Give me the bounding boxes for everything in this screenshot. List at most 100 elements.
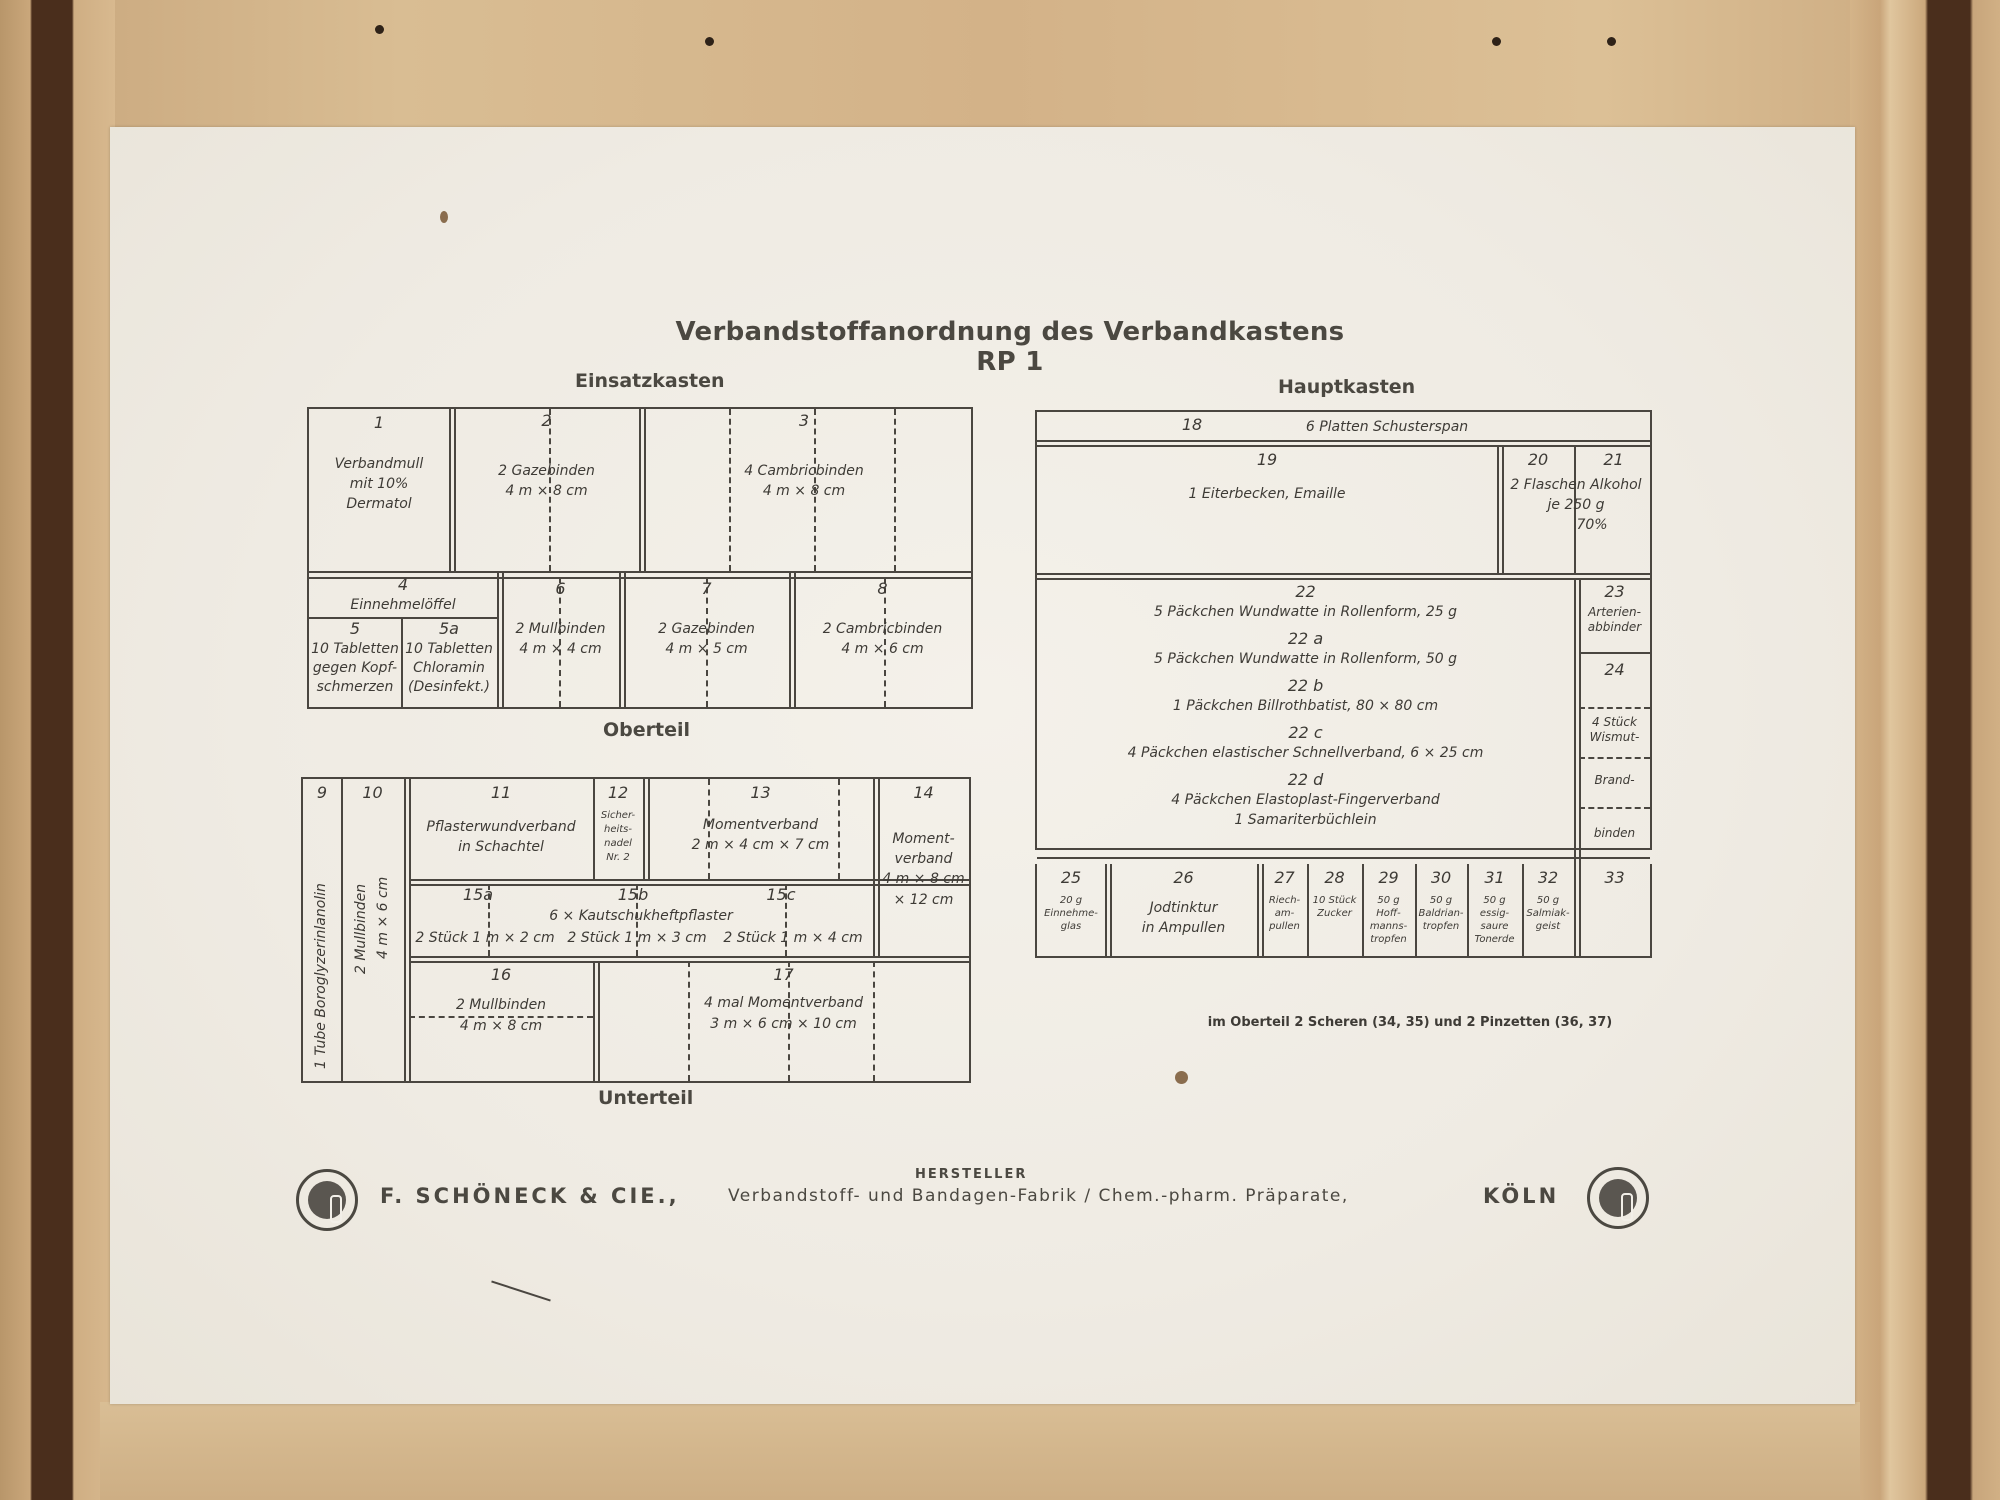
cell-31-line3: saure: [1480, 921, 1509, 932]
cell-24-line3: Brand-: [1594, 773, 1635, 787]
cell-5-line2: gegen Kopf-: [312, 660, 398, 676]
company-name: F. SCHÖNECK & CIE.,: [380, 1184, 680, 1208]
cell-1-number: 1: [373, 413, 385, 432]
company-city: KÖLN: [1483, 1184, 1560, 1208]
cell-22a-number: 22 a: [1287, 629, 1324, 648]
cell-24-line1: 4 Stück: [1592, 715, 1637, 729]
cell-14-line3: 4 m × 8 cm: [882, 871, 965, 887]
cell-12-line3: nadel: [604, 838, 632, 849]
cell-16-line1: 2 Mullbinden: [455, 997, 547, 1013]
cell-22c-number: 22 c: [1288, 723, 1323, 742]
cell-10-number: 10: [362, 783, 383, 802]
pencil-mark: [491, 1280, 551, 1302]
cell-32-line3: geist: [1535, 921, 1561, 932]
brand-seal-left: [296, 1169, 358, 1231]
cell-30-line1: 50 g: [1429, 895, 1453, 906]
header-oberteil: Oberteil: [603, 719, 691, 741]
cell-15-text: 6 × Kautschukheftpflaster: [549, 908, 733, 924]
cell-29-number: 29: [1378, 868, 1399, 887]
cell-15c-number: 15c: [766, 885, 796, 904]
cell-1-line3: Dermatol: [346, 496, 412, 512]
einsatzkasten-grid: 1 Verbandmull mit 10% Dermatol 2 2 Gazeb…: [307, 407, 973, 709]
cell-5-line3: schmerzen: [316, 679, 394, 695]
cell-5a-line1: 10 Tabletten: [405, 641, 493, 657]
cell-12-line2: heits-: [603, 824, 632, 835]
cell-13-line2: 2 m × 4 cm × 7 cm: [691, 837, 830, 853]
hauptkasten-grid: 18 6 Platten Schusterspan 19 1 Eiterbeck…: [1035, 410, 1652, 868]
cell-5a-line3: (Desinfekt.): [408, 679, 490, 695]
cell-5-line1: 10 Tabletten: [311, 641, 399, 657]
cell-11-line2: in Schachtel: [458, 839, 544, 855]
cell-15c-text: 2 Stück 1 m × 4 cm: [723, 930, 863, 946]
cell-27-number: 27: [1274, 868, 1295, 887]
nail-hole: [375, 25, 384, 34]
cell-22-text: 5 Päckchen Wundwatte in Rollenform, 25 g: [1154, 604, 1457, 620]
unterteil-grid: 9 1 Tube Boroglyzerinlanolin 10 2 Mullbi…: [301, 777, 971, 1083]
company-description: Verbandstoff- und Bandagen-Fabrik / Chem…: [728, 1186, 1349, 1206]
cell-23-line1: Arterien-: [1588, 605, 1641, 619]
cell-32-number: 32: [1537, 868, 1559, 887]
cell-20-line1: 2 Flaschen Alkohol: [1510, 477, 1642, 493]
cell-11-number: 11: [490, 783, 512, 802]
cell-8-line2: 4 m × 6 cm: [841, 641, 924, 657]
box-left-wall: [0, 0, 115, 1500]
cell-17-line2: 3 m × 6 cm × 10 cm: [710, 1016, 857, 1032]
scissors-note: im Oberteil 2 Scheren (34, 35) und 2 Pin…: [1207, 1015, 1613, 1030]
cell-1-line1: Verbandmull: [334, 456, 424, 472]
cell-17-number: 17: [773, 965, 794, 984]
cell-9-text: 1 Tube Boroglyzerinlanolin: [313, 883, 329, 1069]
cell-25-line1: 20 g: [1059, 895, 1083, 906]
cell-31-number: 31: [1484, 868, 1505, 887]
page-title: Verbandstoffanordnung des Verbandkastens…: [675, 317, 1345, 377]
cell-8-number: 8: [877, 579, 888, 598]
cell-22b-number: 22 b: [1287, 676, 1324, 695]
cell-20-line3: 70%: [1576, 517, 1608, 533]
cell-29-line4: tropfen: [1370, 934, 1407, 945]
cell-23-number: 23: [1604, 582, 1625, 601]
box-bottom-wall: [100, 1402, 1860, 1500]
cell-24-line4: binden: [1593, 826, 1636, 840]
cell-13-number: 13: [750, 783, 771, 802]
box-right-wall: [1850, 0, 2000, 1500]
cell-2-line1: 2 Gazebinden: [498, 463, 595, 479]
brand-seal-right: [1587, 1167, 1649, 1229]
cell-31-line2: essig-: [1479, 908, 1510, 919]
cell-25-line3: glas: [1060, 921, 1082, 932]
cell-31-line4: Tonerde: [1474, 934, 1515, 945]
cell-22a-text: 5 Päckchen Wundwatte in Rollenform, 50 g: [1154, 651, 1457, 667]
cell-26-line1: Jodtinktur: [1149, 900, 1218, 916]
cell-25-line2: Einnehme-: [1044, 908, 1098, 919]
cell-11-line1: Pflasterwundverband: [426, 819, 576, 835]
cell-30-line2: Baldrian-: [1418, 908, 1464, 919]
cell-9-number: 9: [316, 783, 328, 802]
cell-16-line2: 4 m × 8 cm: [459, 1018, 543, 1034]
cell-22c-text: 4 Päckchen elastischer Schnellverband, 6…: [1127, 745, 1484, 761]
cell-28-line2: Zucker: [1317, 908, 1352, 919]
cell-20-number: 20: [1527, 450, 1549, 469]
cell-24-number: 24: [1604, 660, 1625, 679]
cell-5a-line2: Chloramin: [413, 660, 485, 676]
cell-22b-text: 1 Päckchen Billrothbatist, 80 × 80 cm: [1172, 698, 1439, 714]
cell-14-number: 14: [913, 783, 934, 802]
cell-13-line1: Momentverband: [702, 817, 819, 833]
cell-14-line4: × 12 cm: [893, 892, 954, 908]
manufacturer-label: HERSTELLER: [915, 1167, 1028, 1182]
cell-30-line3: tropfen: [1422, 921, 1460, 932]
cell-6-line2: 4 m × 4 cm: [519, 641, 602, 657]
cell-17-line1: 4 mal Momentverband: [703, 995, 864, 1011]
cell-15a-number: 15a: [462, 885, 494, 904]
header-hauptkasten: Hauptkasten: [1278, 376, 1416, 398]
cell-28-number: 28: [1324, 868, 1345, 887]
cell-10-line1: 2 Mullbinden: [353, 883, 369, 974]
cell-3-line1: 4 Cambricbinden: [744, 463, 864, 479]
cell-32-line2: Salmiak-: [1526, 908, 1570, 919]
cell-1-line2: mit 10%: [349, 476, 409, 492]
cell-2-line2: 4 m × 8 cm: [505, 483, 588, 499]
cell-5a-number: 5a: [439, 619, 459, 638]
cell-15b-text: 2 Stück 1 m × 3 cm: [567, 930, 707, 946]
cell-30-number: 30: [1430, 868, 1452, 887]
cell-10-line2: 4 m × 6 cm: [375, 876, 391, 959]
nail-hole: [1492, 37, 1501, 46]
cell-27-line3: pullen: [1269, 921, 1300, 932]
cell-25-number: 25: [1060, 868, 1082, 887]
